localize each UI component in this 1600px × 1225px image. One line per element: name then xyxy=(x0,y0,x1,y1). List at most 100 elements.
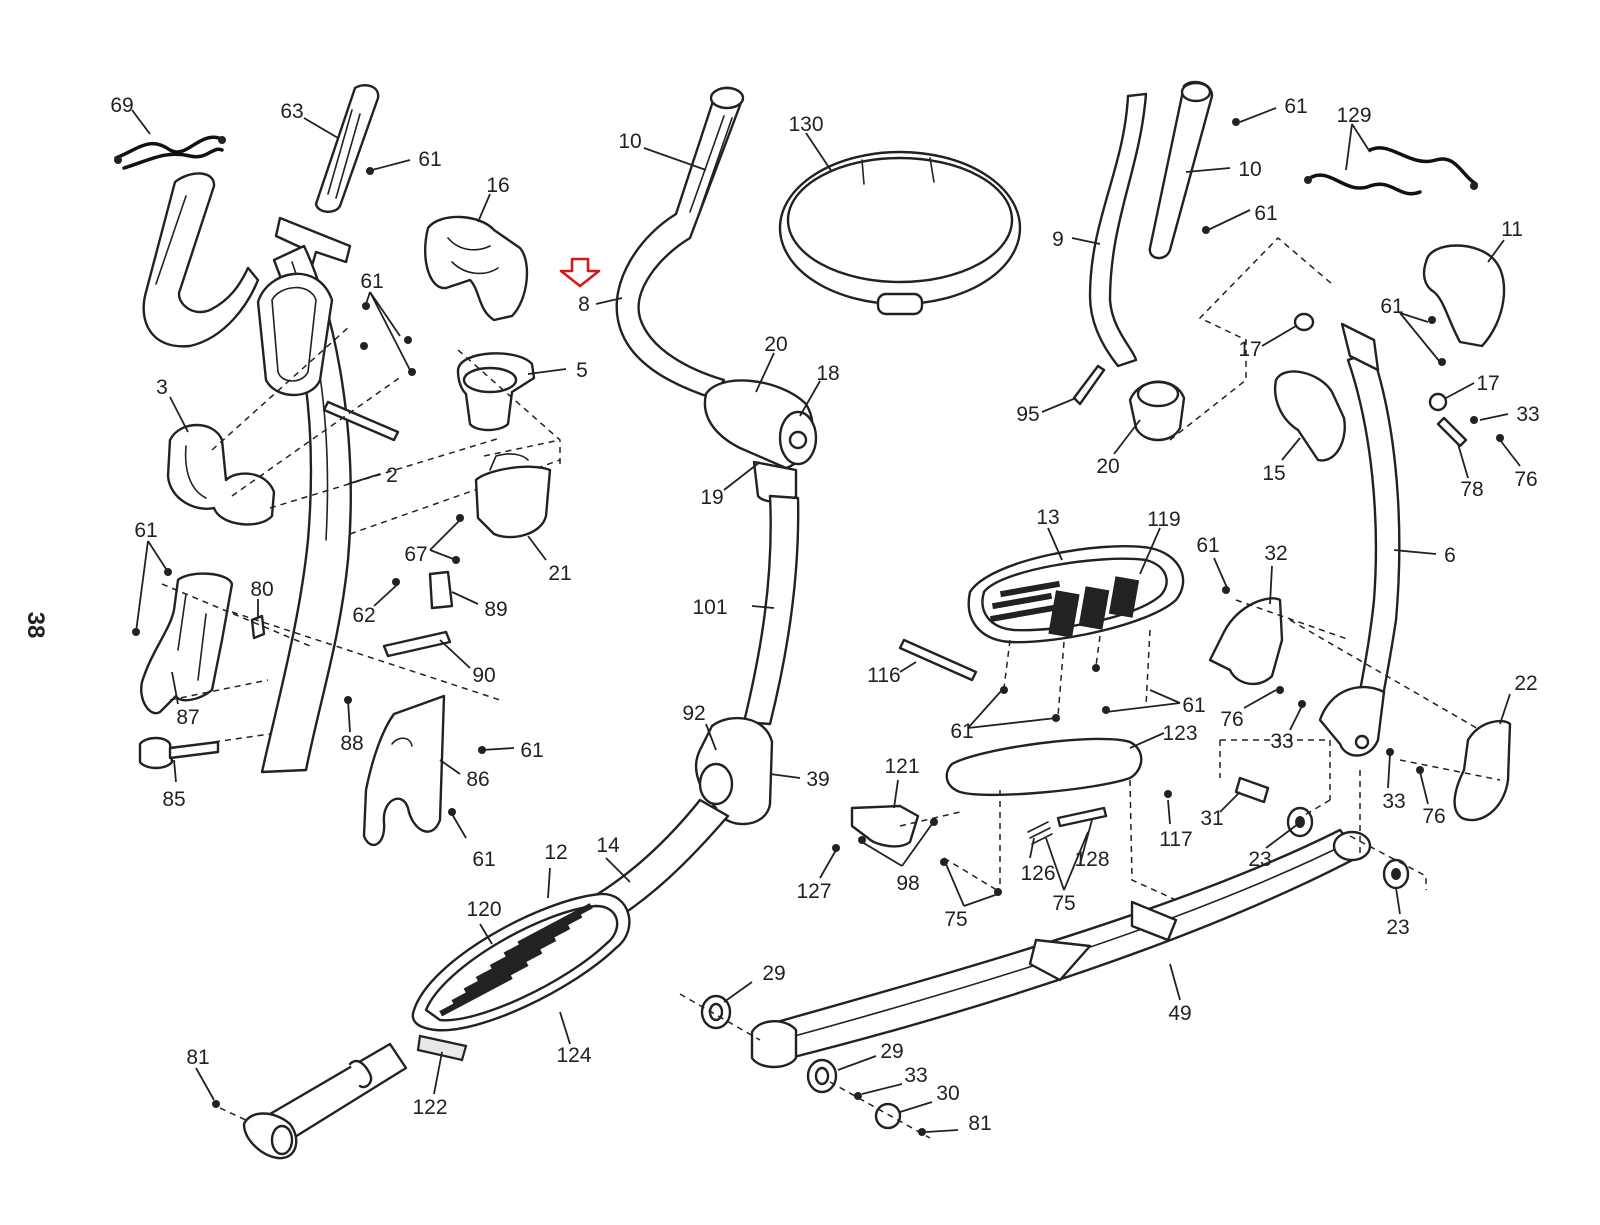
callout: 61 xyxy=(472,848,495,871)
callout: 61 xyxy=(1196,534,1219,557)
bolt-78 xyxy=(1436,416,1468,448)
callout: 32 xyxy=(1264,542,1287,565)
callout: 61 xyxy=(418,148,441,171)
callout: 98 xyxy=(896,872,919,895)
callout: 10 xyxy=(1238,158,1261,181)
shroud-15 xyxy=(1273,370,1346,462)
bushing-17-top xyxy=(1293,312,1315,332)
page-number: 38 xyxy=(22,612,49,639)
pivot-axle xyxy=(322,400,400,442)
callout: 19 xyxy=(700,486,723,509)
callout: 17 xyxy=(1238,338,1261,361)
pedal-slats-119 xyxy=(990,576,1140,638)
callout: 129 xyxy=(1336,104,1371,127)
callout: 33 xyxy=(904,1064,927,1087)
callout-leaders xyxy=(131,107,1521,1133)
washer-30 xyxy=(874,1102,902,1130)
callout: 61 xyxy=(520,739,543,762)
callout: 88 xyxy=(340,732,363,755)
callout: 123 xyxy=(1162,722,1197,745)
callout: 20 xyxy=(1096,455,1119,478)
callout: 33 xyxy=(1516,403,1539,426)
callout: 10 xyxy=(618,130,641,153)
callout: 90 xyxy=(472,664,495,687)
wheel-29-bottom xyxy=(806,1058,838,1094)
lower-arm-101 xyxy=(742,494,800,726)
callout: 121 xyxy=(884,755,919,778)
callout: 63 xyxy=(280,100,303,123)
callout: 120 xyxy=(466,898,501,921)
handle-grip-63 xyxy=(314,84,380,213)
callout: 61 xyxy=(1380,295,1403,318)
callout: 92 xyxy=(682,702,705,725)
callout: 16 xyxy=(486,174,509,197)
callout: 127 xyxy=(796,880,831,903)
upright-tube-9 xyxy=(1088,92,1148,368)
callout: 95 xyxy=(1016,403,1039,426)
callout: 62 xyxy=(352,604,375,627)
shroud-3 xyxy=(166,423,276,526)
callout: 124 xyxy=(556,1044,591,1067)
callout: 61 xyxy=(1254,202,1277,225)
callout: 30 xyxy=(936,1082,959,1105)
wheel-29-top xyxy=(700,994,732,1030)
callout: 122 xyxy=(412,1096,447,1119)
callout: 81 xyxy=(186,1046,209,1069)
callout: 39 xyxy=(806,768,829,791)
callout: 69 xyxy=(110,94,133,117)
wire-harness-129 xyxy=(1304,146,1478,196)
shroud-22 xyxy=(1453,719,1512,822)
rod-31 xyxy=(1234,776,1270,804)
red-down-arrow-icon xyxy=(559,257,601,288)
callout: 29 xyxy=(762,962,785,985)
callout: 61 xyxy=(1182,694,1205,717)
holder-16 xyxy=(424,215,529,322)
callout-labels: 69 63 61 16 10 130 61 129 10 61 9 11 8 6… xyxy=(110,94,1539,1135)
callout: 17 xyxy=(1476,372,1499,395)
callout: 67 xyxy=(404,543,427,566)
knob-85 xyxy=(138,736,174,770)
callout: 61 xyxy=(950,720,973,743)
center-arm-assembly xyxy=(212,86,818,1160)
rod-116 xyxy=(898,638,978,682)
tray-21 xyxy=(474,465,552,539)
callout: 9 xyxy=(1052,228,1064,251)
callout: 128 xyxy=(1074,848,1109,871)
callout: 126 xyxy=(1020,862,1055,885)
shroud-11 xyxy=(1422,244,1506,348)
callout: 3 xyxy=(156,376,168,399)
callout: 23 xyxy=(1248,848,1271,871)
callout: 14 xyxy=(596,834,620,857)
callout: 15 xyxy=(1262,462,1285,485)
callout: 80 xyxy=(250,578,273,601)
callout: 85 xyxy=(162,788,185,811)
pedal-pad-122 xyxy=(416,1034,468,1062)
callout: 75 xyxy=(944,908,967,931)
callout: 130 xyxy=(788,113,823,136)
callout: 61 xyxy=(360,270,383,293)
callout: 2 xyxy=(386,464,398,487)
callout: 76 xyxy=(1422,805,1445,828)
callout: 87 xyxy=(176,706,199,729)
callout: 119 xyxy=(1147,508,1180,531)
link-90 xyxy=(382,630,452,658)
pedal-slats-120 xyxy=(439,903,593,1017)
callout: 18 xyxy=(816,362,839,385)
shroud-32 xyxy=(1208,597,1284,686)
callout: 22 xyxy=(1514,672,1537,695)
center-right-assembly xyxy=(679,150,1372,1139)
callout: 5 xyxy=(576,359,588,382)
wheel-23-left xyxy=(1286,806,1314,838)
right-upright-6 xyxy=(1346,350,1401,714)
ring-130 xyxy=(778,150,1022,316)
callout: 12 xyxy=(544,841,567,864)
callout: 20 xyxy=(764,333,787,356)
handle-loop xyxy=(256,272,334,397)
plate-123 xyxy=(945,737,1143,797)
callout: 75 xyxy=(1052,892,1075,915)
spring-126 xyxy=(1027,821,1053,845)
callout: 81 xyxy=(968,1112,991,1135)
callout: 49 xyxy=(1168,1002,1191,1025)
callout: 31 xyxy=(1200,807,1223,830)
bolt-128 xyxy=(1056,806,1108,828)
